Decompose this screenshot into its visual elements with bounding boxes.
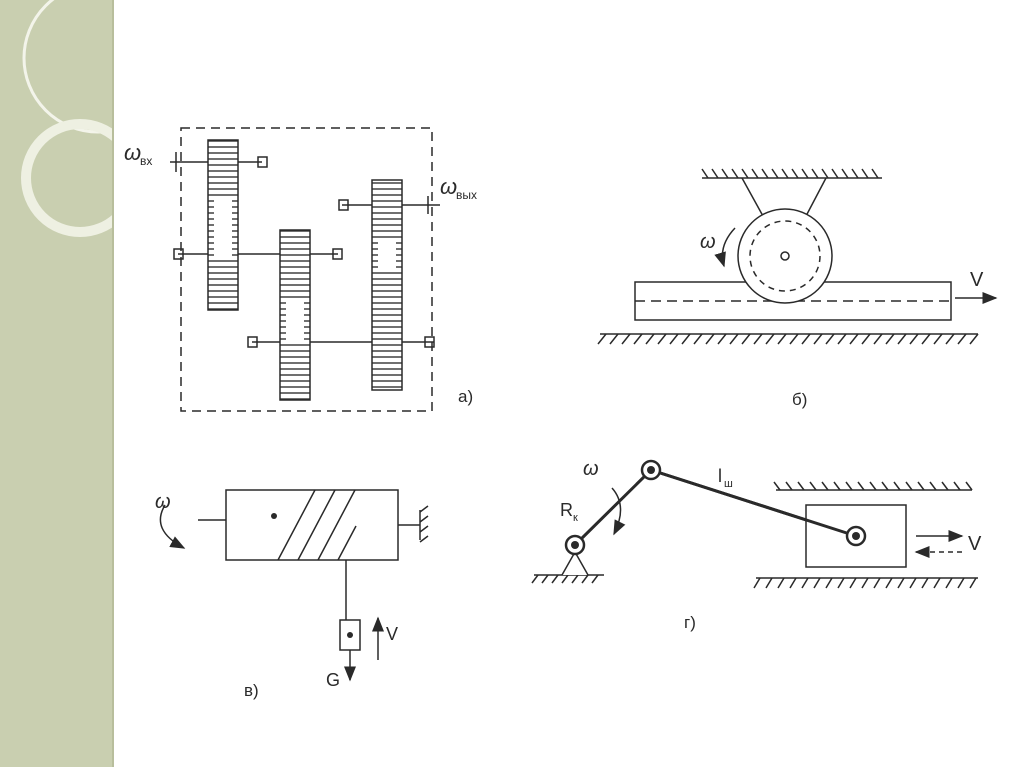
omega-in-subscript: вх (140, 154, 152, 168)
ground-hatch (597, 333, 979, 345)
crank-pivot-pin (571, 541, 579, 549)
bearing (173, 248, 184, 260)
bearing (424, 336, 435, 348)
load-center-dot (347, 632, 353, 638)
crank-slider-diagram (531, 468, 978, 589)
rod-label-subscript: ш (724, 478, 733, 490)
rod-label: l (718, 466, 722, 486)
crank-pivot-support (561, 550, 589, 576)
drum (225, 489, 399, 561)
omega-out-subscript: вых (456, 188, 477, 202)
slider-pin (852, 532, 860, 540)
crank-rod-pin (647, 466, 655, 474)
crank-label: R (560, 500, 573, 520)
velocity-label-v: V (386, 624, 398, 644)
support-hatch (419, 505, 429, 543)
bearing (338, 199, 349, 211)
connecting-rod-over-slider (650, 468, 857, 538)
caption-a: а) (458, 387, 473, 406)
gear-z3-hub (378, 240, 396, 270)
omega-symbol-g: ω (583, 458, 599, 480)
rolling-wheel-diagram (597, 168, 998, 345)
drum-center-dot (271, 513, 277, 519)
caption-v: в) (244, 681, 259, 700)
omega-symbol-b: ω (700, 231, 716, 253)
gear-z1 (207, 139, 239, 311)
wheel-axle (780, 251, 790, 261)
wheel (737, 208, 833, 304)
gearbox-housing (180, 127, 433, 412)
crank-base-hatch (531, 574, 599, 584)
wheel-pitch-circle (749, 220, 821, 292)
bearing (247, 336, 258, 348)
omega-symbol-v: ω (155, 491, 171, 513)
weight-label: G (326, 670, 340, 690)
rope-winding (277, 489, 357, 561)
top-support-hatch (701, 168, 879, 179)
omega-out-symbol: ω (440, 174, 457, 199)
crank-label-subscript: к (573, 512, 578, 524)
drum-rotation-arrow (159, 504, 186, 549)
sidebar-decoration (21, 0, 112, 237)
caption-g: г) (684, 613, 696, 632)
gear-z2-hub (286, 300, 304, 340)
gear-z3 (371, 179, 403, 391)
caption-b: б) (792, 390, 807, 409)
winch-drum-diagram (159, 489, 429, 682)
rotation-arrow (714, 227, 736, 268)
velocity-label-g: V (968, 533, 982, 555)
joints (564, 459, 867, 556)
decor-ring-small (21, 119, 112, 237)
crank-rotation-arrow (611, 487, 626, 536)
slide-sidebar (0, 0, 114, 767)
bearing (257, 156, 268, 168)
guide-top-hatch (773, 481, 973, 491)
velocity-label-b: V (970, 269, 984, 291)
bearing (332, 248, 343, 260)
gear-z1-hub (214, 200, 232, 260)
crank-link (573, 468, 653, 547)
guide-bottom-hatch (753, 577, 977, 589)
gear-train-diagram (170, 127, 440, 412)
omega-in-symbol: ω (124, 140, 141, 165)
